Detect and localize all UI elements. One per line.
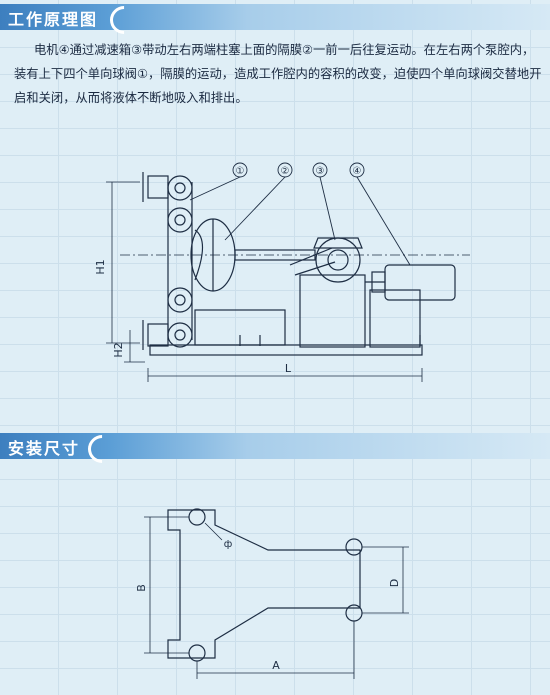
lower-ball-valve-icon <box>167 287 193 313</box>
pump-footprint <box>167 509 361 659</box>
motor-support <box>369 289 421 348</box>
gearbox-support <box>299 274 366 348</box>
principle-section-title: 工作原理图 <box>8 10 99 29</box>
header-arc-icon <box>104 0 144 40</box>
h2-label: H2 <box>112 342 125 357</box>
header-arc-icon <box>82 429 122 469</box>
a-label: A <box>272 659 280 672</box>
principle-section-header: 工作原理图 <box>0 0 550 40</box>
hole-diameter-label: ф <box>224 539 233 550</box>
callout-1-label: ① <box>236 166 245 177</box>
mount-hole-icon <box>345 538 363 556</box>
upper-ball-valve-icon <box>167 175 193 201</box>
b-label: B <box>135 584 148 592</box>
description-text: 电机④通过减速箱③带动左右两端柱塞上面的隔膜②一前一后往复运动。在左右两个泵腔内… <box>14 43 542 105</box>
pump-schematic-diagram: ① ② ③ ④ H1 H2 L <box>94 162 470 382</box>
base-frame <box>149 344 423 356</box>
install-section-header: 安装尺寸 <box>0 429 550 469</box>
pump-body <box>167 182 193 340</box>
principle-description: 电机④通过减速箱③带动左右两端柱塞上面的隔膜②一前一后往复运动。在左右两个泵腔内… <box>14 38 542 110</box>
callout-2-label: ② <box>281 166 290 177</box>
installation-dimension-diagram: B D A ф <box>135 508 409 679</box>
h1-label: H1 <box>94 259 107 274</box>
l-label: L <box>285 362 292 375</box>
d-label: D <box>388 579 401 587</box>
callout-4-label: ④ <box>353 166 362 177</box>
mount-hole-icon <box>188 508 206 526</box>
callout-3-label: ③ <box>316 166 325 177</box>
install-section-title: 安装尺寸 <box>8 439 81 458</box>
